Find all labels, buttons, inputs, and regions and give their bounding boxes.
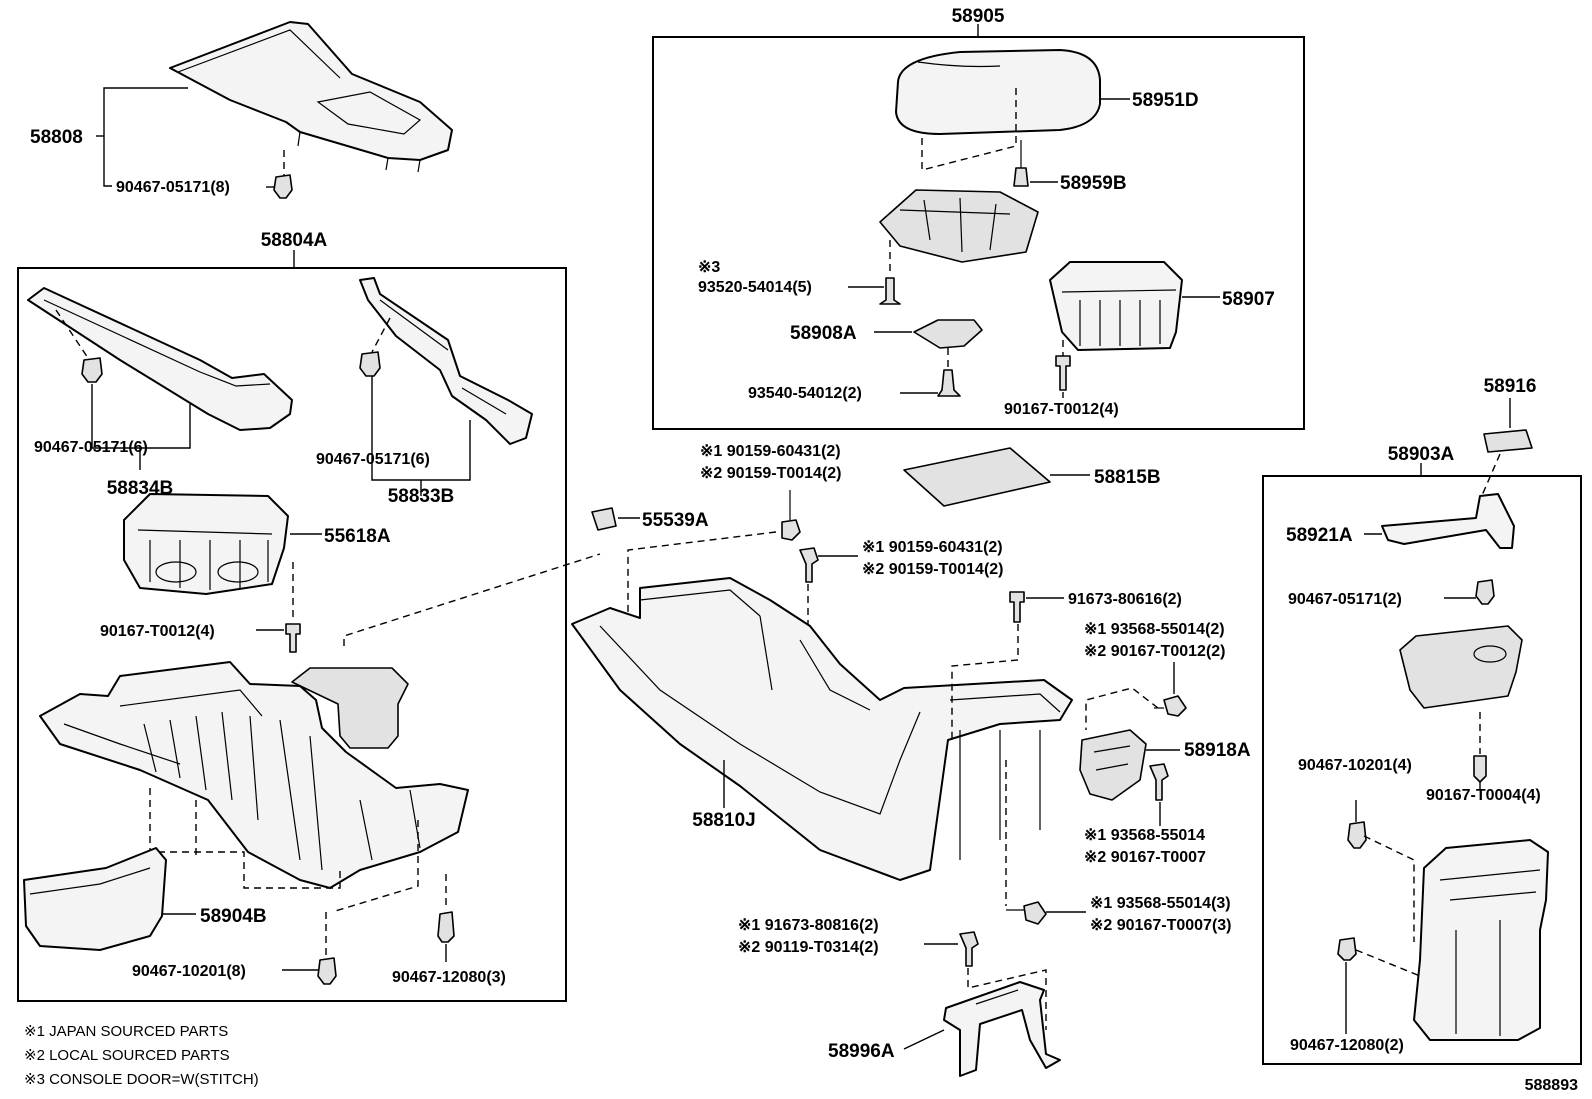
screw-93540-54012 bbox=[937, 369, 961, 397]
label-58905: 58905 bbox=[952, 6, 1005, 27]
label-93568-c1: ※1 93568-55014(3) bbox=[1090, 895, 1231, 912]
diagram-id: 588893 bbox=[1525, 1077, 1578, 1094]
label-93520-mark: ※3 bbox=[698, 259, 720, 276]
note-japan-sourced: ※1 JAPAN SOURCED PARTS bbox=[24, 1023, 228, 1040]
part-58916-cover bbox=[1483, 429, 1533, 453]
label-58810J: 58810J bbox=[692, 810, 755, 831]
label-58951D: 58951D bbox=[1132, 90, 1199, 111]
screw-93520-54014 bbox=[879, 277, 901, 305]
label-90467-10201-4: 90467-10201(4) bbox=[1298, 757, 1412, 774]
bolt-91673-80816 bbox=[959, 931, 979, 967]
label-93520-54014: 93520-54014(5) bbox=[698, 279, 812, 296]
label-93568-a2: ※2 90167-T0012(2) bbox=[1084, 643, 1226, 660]
bolt-93568-middle bbox=[1149, 763, 1169, 801]
label-90159-a1: ※1 90159-60431(2) bbox=[700, 443, 841, 460]
note-console-door: ※3 CONSOLE DOOR=W(STITCH) bbox=[24, 1071, 259, 1088]
part-58903A-rear-panel bbox=[1413, 839, 1549, 1041]
bolt-90167-T0012-left bbox=[285, 623, 301, 653]
label-58804A: 58804A bbox=[261, 230, 328, 251]
label-58808: 58808 bbox=[30, 127, 83, 148]
bolt-90159-lower bbox=[799, 547, 819, 583]
part-ashtray-insert bbox=[1399, 625, 1523, 709]
part-55539A-switch-plug bbox=[591, 507, 617, 531]
label-90167-T0012-top: 90167-T0012(4) bbox=[1004, 401, 1119, 418]
note-local-sourced: ※2 LOCAL SOURCED PARTS bbox=[24, 1047, 230, 1064]
label-90467-05171-6-right: 90467-05171(6) bbox=[316, 451, 430, 468]
label-91673-80816-2: ※2 90119-T0314(2) bbox=[738, 939, 879, 956]
part-58908A-bracket bbox=[913, 319, 983, 349]
label-58833B: 58833B bbox=[388, 486, 455, 507]
label-58918A: 58918A bbox=[1184, 740, 1251, 761]
screw-58959B bbox=[1013, 140, 1029, 187]
label-58815B: 58815B bbox=[1094, 467, 1161, 488]
part-58907-console-box-latch bbox=[1049, 261, 1183, 351]
part-58810J-console-body bbox=[571, 577, 1073, 881]
label-93568-c2: ※2 90167-T0007(3) bbox=[1090, 917, 1232, 934]
part-55618A-cup-holder bbox=[123, 493, 289, 595]
label-90159-a2: ※2 90159-T0014(2) bbox=[700, 465, 842, 482]
label-58996A: 58996A bbox=[828, 1041, 895, 1062]
part-58951D-armrest-lid bbox=[895, 49, 1101, 135]
label-58908A: 58908A bbox=[790, 323, 857, 344]
label-90159-b1: ※1 90159-60431(2) bbox=[862, 539, 1003, 556]
clip-90467-05171-right-box bbox=[1475, 579, 1495, 605]
part-58808-shift-panel bbox=[169, 21, 453, 173]
label-58916: 58916 bbox=[1484, 376, 1537, 397]
clip-90467-12080-right bbox=[1337, 937, 1357, 961]
part-58918A-bracket bbox=[1079, 729, 1147, 801]
group-box-58804A bbox=[17, 267, 567, 1002]
clip-90467-05171-right bbox=[359, 351, 381, 377]
label-90467-05171-8: 90467-05171(8) bbox=[116, 179, 230, 196]
clip-90467-10201-right bbox=[1347, 821, 1367, 849]
label-58907: 58907 bbox=[1222, 289, 1275, 310]
label-93568-a1: ※1 93568-55014(2) bbox=[1084, 621, 1225, 638]
part-58904B-mat bbox=[23, 847, 167, 951]
label-93540-54012: 93540-54012(2) bbox=[748, 385, 862, 402]
label-58959B: 58959B bbox=[1060, 173, 1127, 194]
label-58834B: 58834B bbox=[107, 478, 174, 499]
label-58921A: 58921A bbox=[1286, 525, 1353, 546]
screw-90167-T0004 bbox=[1473, 755, 1487, 783]
label-55539A: 55539A bbox=[642, 510, 709, 531]
bolt-90167-T0012-top bbox=[1055, 355, 1071, 391]
bolt-93568-upper bbox=[1154, 695, 1187, 717]
part-58834B-side-panel-left bbox=[27, 287, 293, 431]
bolt-90159-upper bbox=[781, 490, 801, 541]
label-90467-05171-6-left: 90467-05171(6) bbox=[34, 439, 148, 456]
label-93568-b2: ※2 90167-T0007 bbox=[1084, 849, 1206, 866]
part-58815B-mat bbox=[903, 447, 1051, 507]
bolt-93568-lower bbox=[1006, 901, 1047, 925]
label-90467-05171-2: 90467-05171(2) bbox=[1288, 591, 1402, 608]
label-90167-T0012-left: 90167-T0012(4) bbox=[100, 623, 215, 640]
part-58804A-lower-console-frame bbox=[39, 661, 469, 889]
clip-90467-05171-top bbox=[273, 174, 293, 199]
label-90159-b2: ※2 90159-T0014(2) bbox=[862, 561, 1004, 578]
part-58996A-bracket bbox=[943, 981, 1061, 1077]
clip-90467-05171-left bbox=[81, 357, 103, 383]
clip-90467-10201-left bbox=[317, 957, 337, 985]
group-box-58903A bbox=[1262, 475, 1582, 1065]
label-90167-T0004-4: 90167-T0004(4) bbox=[1426, 787, 1541, 804]
label-90467-12080-2: 90467-12080(2) bbox=[1290, 1037, 1404, 1054]
label-91673-80616: 91673-80616(2) bbox=[1068, 591, 1182, 608]
label-90467-10201-8: 90467-10201(8) bbox=[132, 963, 246, 980]
label-93568-b1: ※1 93568-55014 bbox=[1084, 827, 1205, 844]
clip-90467-12080-left bbox=[437, 911, 455, 943]
part-small-tray bbox=[291, 667, 409, 749]
label-91673-80816-1: ※1 91673-80816(2) bbox=[738, 917, 879, 934]
bolt-91673-80616 bbox=[1009, 591, 1025, 623]
label-58904B: 58904B bbox=[200, 906, 267, 927]
part-58833B-side-panel-right bbox=[359, 277, 533, 445]
label-90467-12080-3: 90467-12080(3) bbox=[392, 969, 506, 986]
label-58903A: 58903A bbox=[1388, 444, 1455, 465]
part-58905-lid-hinge-base bbox=[879, 189, 1039, 263]
label-55618A: 55618A bbox=[324, 526, 391, 547]
part-58921A-trim bbox=[1381, 493, 1515, 549]
